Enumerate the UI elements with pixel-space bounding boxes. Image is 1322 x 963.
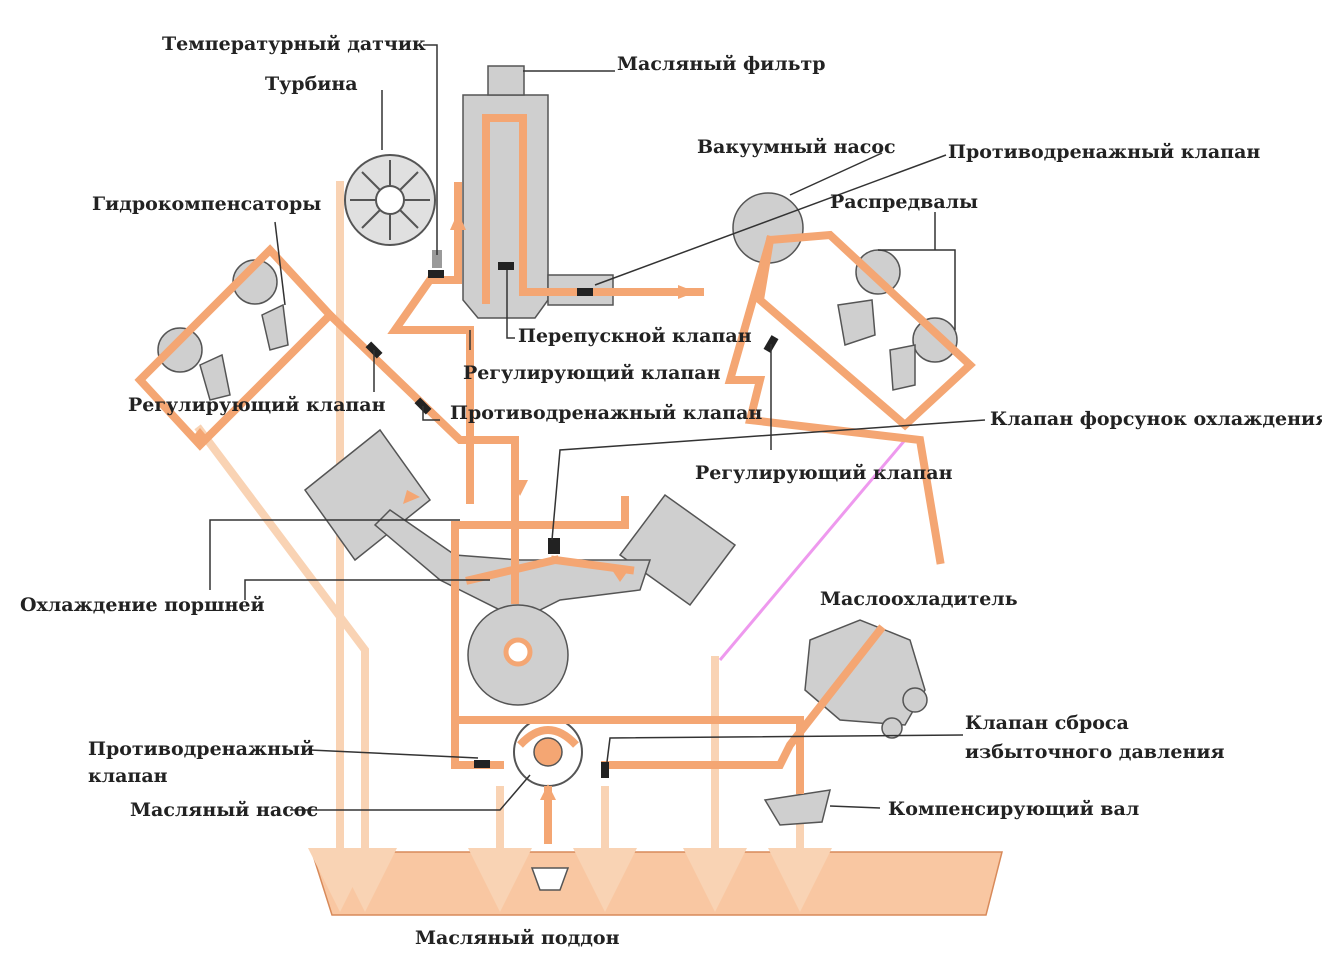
label-oil-pump: Масляный насос bbox=[130, 799, 318, 821]
pickup-icon bbox=[530, 867, 570, 891]
oil-pan bbox=[310, 851, 1003, 916]
coolant-line bbox=[718, 439, 907, 661]
anti-drain-top-marker bbox=[577, 288, 593, 296]
bypass-valve-marker bbox=[498, 262, 514, 270]
label-anti-drain-top: Противодренажный клапан bbox=[948, 141, 1260, 163]
oil-pump-icon bbox=[513, 717, 583, 787]
label-regulating-right: Регулирующий клапан bbox=[695, 462, 953, 484]
label-temp-sensor: Температурный датчик bbox=[162, 33, 426, 55]
label-regulating-center: Регулирующий клапан bbox=[463, 362, 721, 384]
label-bypass-valve: Перепускной клапан bbox=[518, 325, 752, 347]
label-oil-cooler: Маслоохладитель bbox=[820, 588, 1018, 610]
label-camshafts: Распредвалы bbox=[830, 191, 978, 213]
nozzle-valve-marker bbox=[548, 538, 560, 554]
right-piston bbox=[618, 493, 737, 607]
pressure-lines bbox=[134, 114, 976, 844]
label-anti-drain-low-2: клапан bbox=[88, 765, 168, 787]
label-anti-drain-mid: Противодренажный клапан bbox=[450, 402, 762, 424]
label-oil-pan: Масляный поддон bbox=[415, 927, 620, 949]
leader-lines bbox=[209, 44, 986, 811]
label-oil-filter: Масляный фильтр bbox=[617, 53, 826, 75]
lifter-left-2 bbox=[199, 353, 231, 401]
left-piston bbox=[303, 428, 432, 562]
anti-drain-low-marker bbox=[474, 760, 490, 768]
crank-pin bbox=[503, 637, 533, 667]
lifter-left-1 bbox=[261, 303, 289, 351]
oil-filter-body bbox=[462, 94, 549, 319]
relief-valve-marker bbox=[601, 762, 609, 778]
label-anti-drain-low-1: Противодренажный bbox=[88, 738, 314, 760]
lifter-right-2 bbox=[889, 344, 916, 391]
label-vacuum-pump: Вакуумный насос bbox=[697, 136, 896, 158]
labels: Температурный датчик Масляный фильтр Тур… bbox=[20, 33, 1322, 949]
temp-sensor-body bbox=[432, 250, 442, 268]
balance-shaft-part bbox=[763, 789, 832, 826]
lifter-right-1 bbox=[837, 299, 876, 346]
turbine-icon bbox=[344, 154, 436, 246]
label-turbine: Турбина bbox=[265, 73, 358, 95]
temp-sensor-valve bbox=[428, 270, 444, 278]
label-balance-shaft: Компенсирующий вал bbox=[888, 798, 1139, 820]
label-piston-cooling: Охлаждение поршней bbox=[20, 594, 265, 616]
engine-parts bbox=[157, 65, 958, 826]
label-hydro-lifters: Гидрокомпенсаторы bbox=[92, 193, 321, 215]
label-relief-valve-1: Клапан сброса bbox=[965, 712, 1129, 734]
label-relief-valve-2: избыточного давления bbox=[965, 741, 1225, 763]
flow-arrows bbox=[190, 212, 696, 800]
label-regulating-left: Регулирующий клапан bbox=[128, 394, 386, 416]
oil-filter-cap bbox=[487, 65, 525, 96]
label-cooling-nozzle-valve: Клапан форсунок охлаждения bbox=[990, 408, 1322, 430]
